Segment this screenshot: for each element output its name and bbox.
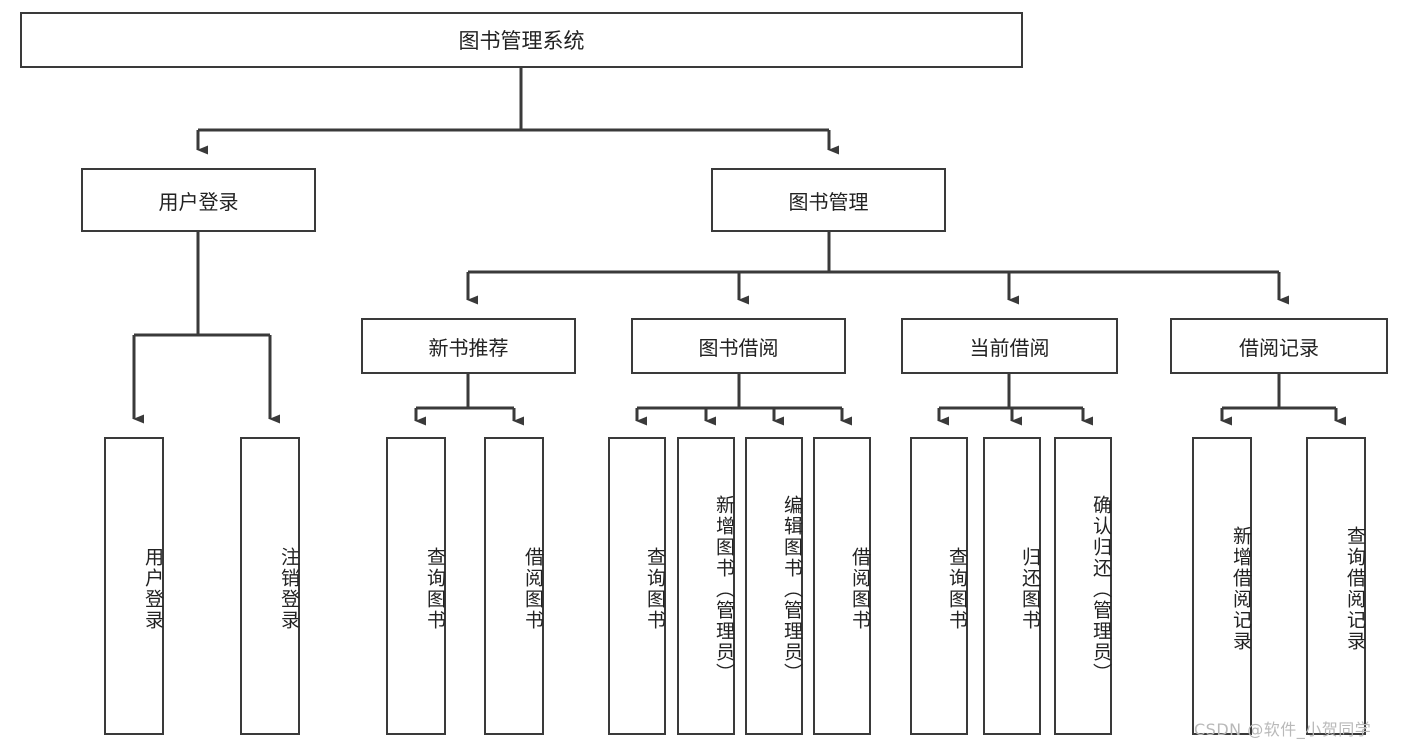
watermark: CSDN @软件_小贺同学 — [1194, 720, 1372, 739]
node-leaf-query-book-3[interactable]: 查询图书 — [910, 437, 968, 735]
node-leaf-query-record[interactable]: 查询借阅记录 — [1306, 437, 1366, 735]
node-label: 用户登录 — [142, 547, 164, 631]
node-leaf-add-book[interactable]: 新增图书（管理员） — [677, 437, 735, 735]
node-label: 归还图书 — [1019, 547, 1041, 631]
node-label: 编辑图书（管理员） — [781, 494, 803, 684]
node-label: 图书管理 — [788, 189, 869, 214]
node-user-login[interactable]: 用户登录 — [81, 168, 316, 232]
node-label: 图书管理系统 — [458, 29, 585, 53]
node-leaf-add-record[interactable]: 新增借阅记录 — [1192, 437, 1252, 735]
node-leaf-query-book-1[interactable]: 查询图书 — [386, 437, 446, 735]
node-label: 新增图书（管理员） — [713, 494, 735, 684]
node-label: 查询借阅记录 — [1344, 526, 1366, 652]
node-label: 注销登录 — [278, 547, 300, 631]
node-label: 借阅图书 — [849, 547, 871, 631]
node-leaf-borrow-book-1[interactable]: 借阅图书 — [484, 437, 544, 735]
node-leaf-confirm-return[interactable]: 确认归还（管理员） — [1054, 437, 1112, 735]
node-label: 查询图书 — [424, 547, 446, 631]
node-leaf-edit-book[interactable]: 编辑图书（管理员） — [745, 437, 803, 735]
node-book-borrow[interactable]: 图书借阅 — [631, 318, 846, 374]
node-label: 新增借阅记录 — [1230, 526, 1252, 652]
node-leaf-return-book[interactable]: 归还图书 — [983, 437, 1041, 735]
node-leaf-user-login[interactable]: 用户登录 — [104, 437, 164, 735]
node-leaf-query-book-2[interactable]: 查询图书 — [608, 437, 666, 735]
node-label: 查询图书 — [946, 547, 968, 631]
node-root-system[interactable]: 图书管理系统 — [20, 12, 1023, 68]
node-current-borrow[interactable]: 当前借阅 — [901, 318, 1118, 374]
node-label: 借阅记录 — [1239, 335, 1319, 360]
node-label: 查询图书 — [644, 547, 666, 631]
node-label: 确认归还（管理员） — [1090, 494, 1112, 684]
node-leaf-user-logout[interactable]: 注销登录 — [240, 437, 300, 735]
node-book-manage[interactable]: 图书管理 — [711, 168, 946, 232]
node-label: 借阅图书 — [522, 547, 544, 631]
node-label: 当前借阅 — [969, 335, 1050, 360]
node-label: 新书推荐 — [428, 335, 509, 360]
node-label: 用户登录 — [158, 189, 239, 214]
node-label: 图书借阅 — [698, 335, 779, 360]
node-leaf-borrow-book-2[interactable]: 借阅图书 — [813, 437, 871, 735]
node-borrow-record[interactable]: 借阅记录 — [1170, 318, 1388, 374]
node-new-book-recommend[interactable]: 新书推荐 — [361, 318, 576, 374]
